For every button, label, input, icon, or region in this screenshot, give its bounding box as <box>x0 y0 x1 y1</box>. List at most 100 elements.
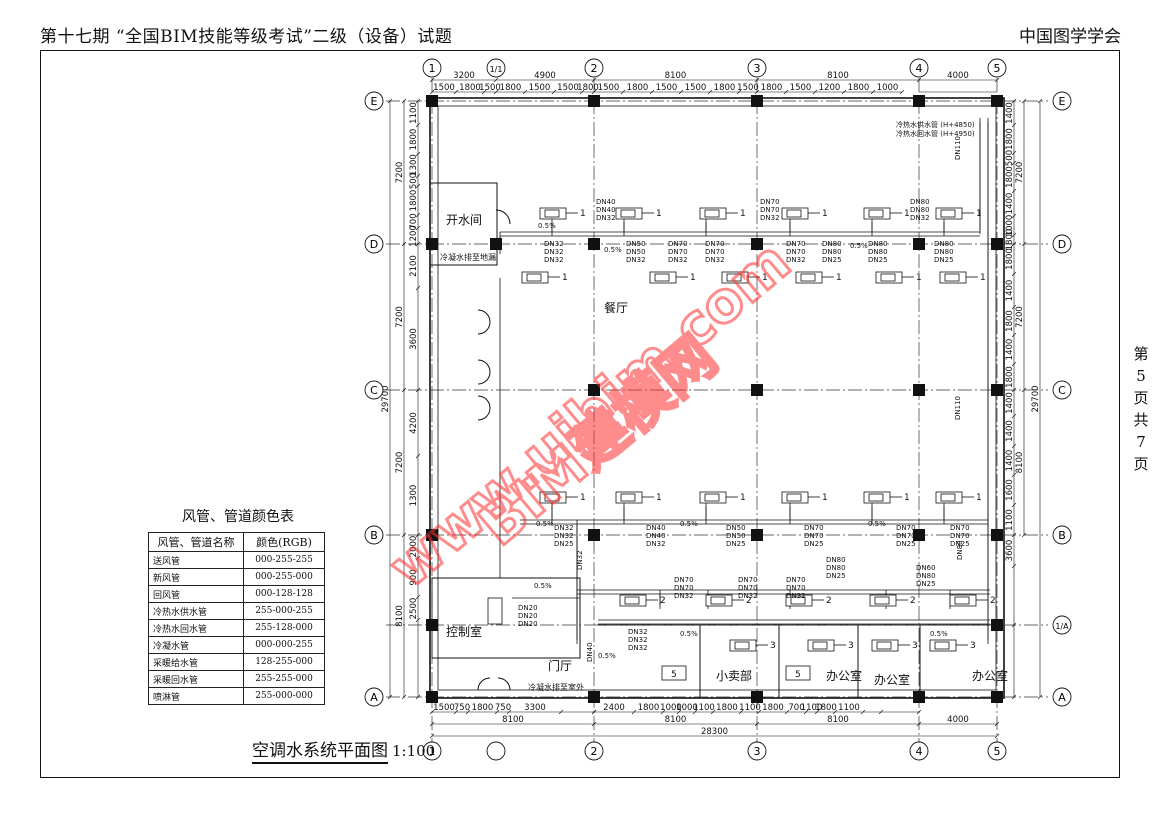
dimension-text: 2500 <box>409 598 419 620</box>
unit-tag: 1 <box>980 273 986 283</box>
dimension-text: 1800 <box>1005 166 1015 188</box>
control-room-wall <box>431 577 581 659</box>
column-header: 风管、管道名称 <box>148 532 244 552</box>
page-char: 共 <box>1133 411 1149 429</box>
dimension-tick <box>453 709 459 715</box>
dimension-tick <box>401 98 407 104</box>
dimension-text: 1400 <box>1005 339 1015 361</box>
structural-column <box>913 691 925 703</box>
pipe-size-label: DN70 <box>674 576 694 584</box>
dimension-text: 1400 <box>1005 392 1015 414</box>
pipe-size-label: DN50 <box>726 532 746 540</box>
fan-coil-inner <box>874 596 890 605</box>
structural-column <box>588 238 600 250</box>
structural-column <box>426 238 438 250</box>
pipe-size-label: DN32 <box>544 248 564 256</box>
pipe-size-label: DN80 <box>910 198 930 206</box>
room-label: 办公室 <box>826 668 862 683</box>
fan-coil-inner <box>880 273 896 282</box>
pipe-size-label: DN70 <box>786 584 806 592</box>
room-label: 办公室 <box>972 668 1008 683</box>
dimension-text: 2400 <box>603 703 625 713</box>
pipe-size-label: DN32 <box>786 592 806 600</box>
pipe-size-label: DN32 <box>668 256 688 264</box>
dimension-tick <box>1011 122 1017 128</box>
dimension-tick <box>1011 472 1017 478</box>
axis-bubble <box>422 58 442 78</box>
axis-label: B <box>370 529 378 542</box>
dimension-tick <box>994 721 1000 727</box>
dimension-tick <box>1011 332 1017 338</box>
axis-bubble <box>364 234 384 254</box>
axis-label: 1/1 <box>490 65 503 74</box>
axis-label: A <box>1058 691 1066 704</box>
room-label: 办公室 <box>874 672 910 687</box>
dimension-tick <box>678 89 684 95</box>
rgb-value-cell: 000-128-128 <box>243 585 325 603</box>
dimension-text: 1100 <box>693 703 715 713</box>
dimension-tick <box>916 709 922 715</box>
dimension-tick <box>415 387 421 393</box>
fan-coil-inner <box>620 493 636 502</box>
pipe-size-label: DN25 <box>554 540 574 548</box>
pipe-size-label: DN32 <box>628 628 648 636</box>
fan-coil-inner <box>800 273 816 282</box>
pipe-size-label: DN80 <box>822 240 842 248</box>
dimension-tick <box>401 387 407 393</box>
unit-tag: 1 <box>822 493 828 503</box>
dimension-tick <box>387 98 393 104</box>
dimension-text: 29700 <box>1031 385 1041 412</box>
dimension-tick <box>878 709 884 715</box>
pipe-size-label: DN70 <box>705 240 725 248</box>
pipe-size-label: DN32 <box>674 592 694 600</box>
axis-label: 5 <box>994 745 1001 758</box>
structural-column <box>588 529 600 541</box>
dimension-text: 1500 <box>685 83 707 93</box>
axis-label: 4 <box>916 745 923 758</box>
pipe-size-label: DN80 <box>956 540 964 560</box>
unit-tag: 1 <box>976 209 982 219</box>
pipe-size-label: DN25 <box>822 256 842 264</box>
unit-tag: 1 <box>580 493 586 503</box>
axis-label: D <box>1058 238 1066 251</box>
dimension-text: 1500 <box>737 83 759 93</box>
pipe-size-label: DN70 <box>804 532 824 540</box>
pipe-size-label: DN70 <box>760 198 780 206</box>
axis-bubble <box>364 525 384 545</box>
dimension-tick <box>756 709 762 715</box>
axis-bubble <box>1052 687 1072 707</box>
structural-column <box>913 529 925 541</box>
structural-column <box>991 529 1003 541</box>
structural-column <box>588 384 600 396</box>
dimension-tick <box>429 721 435 727</box>
dimension-tick <box>1011 188 1017 194</box>
pipe-size-label: DN80 <box>934 240 954 248</box>
organization-name: 中国图学学会 <box>1019 27 1121 47</box>
pipe-size-label: DN25 <box>896 540 916 548</box>
pipe-note: 冷凝水排至地漏 <box>440 252 496 262</box>
dimension-tick <box>415 594 421 600</box>
dimension-tick <box>754 89 760 95</box>
dimension-text: 1800 <box>1005 229 1015 251</box>
pipe-size-label: DN50 <box>626 248 646 256</box>
dimension-text: 1400 <box>1005 102 1015 124</box>
pipe-size-label: DN50 <box>626 240 646 248</box>
dimension-tick <box>710 709 716 715</box>
dimension-text: 3300 <box>524 703 546 713</box>
pipe-size-label: DN70 <box>786 576 806 584</box>
dimension-tick <box>916 721 922 727</box>
unit-tag: 1 <box>822 209 828 219</box>
structural-column <box>991 95 1003 107</box>
structural-column <box>991 619 1003 631</box>
dimension-text: 1800 <box>848 83 870 93</box>
fan-coil-inner <box>786 493 802 502</box>
pipe-name-cell: 冷凝水管 <box>148 636 244 654</box>
dimension-text: 1800 <box>459 83 481 93</box>
dimension-tick <box>832 709 838 715</box>
dimension-text: 7200 <box>1015 162 1025 184</box>
dimension-tick <box>591 89 597 95</box>
pipe-size-label: DN32 <box>628 636 648 644</box>
axis-label: 1 <box>429 62 436 75</box>
